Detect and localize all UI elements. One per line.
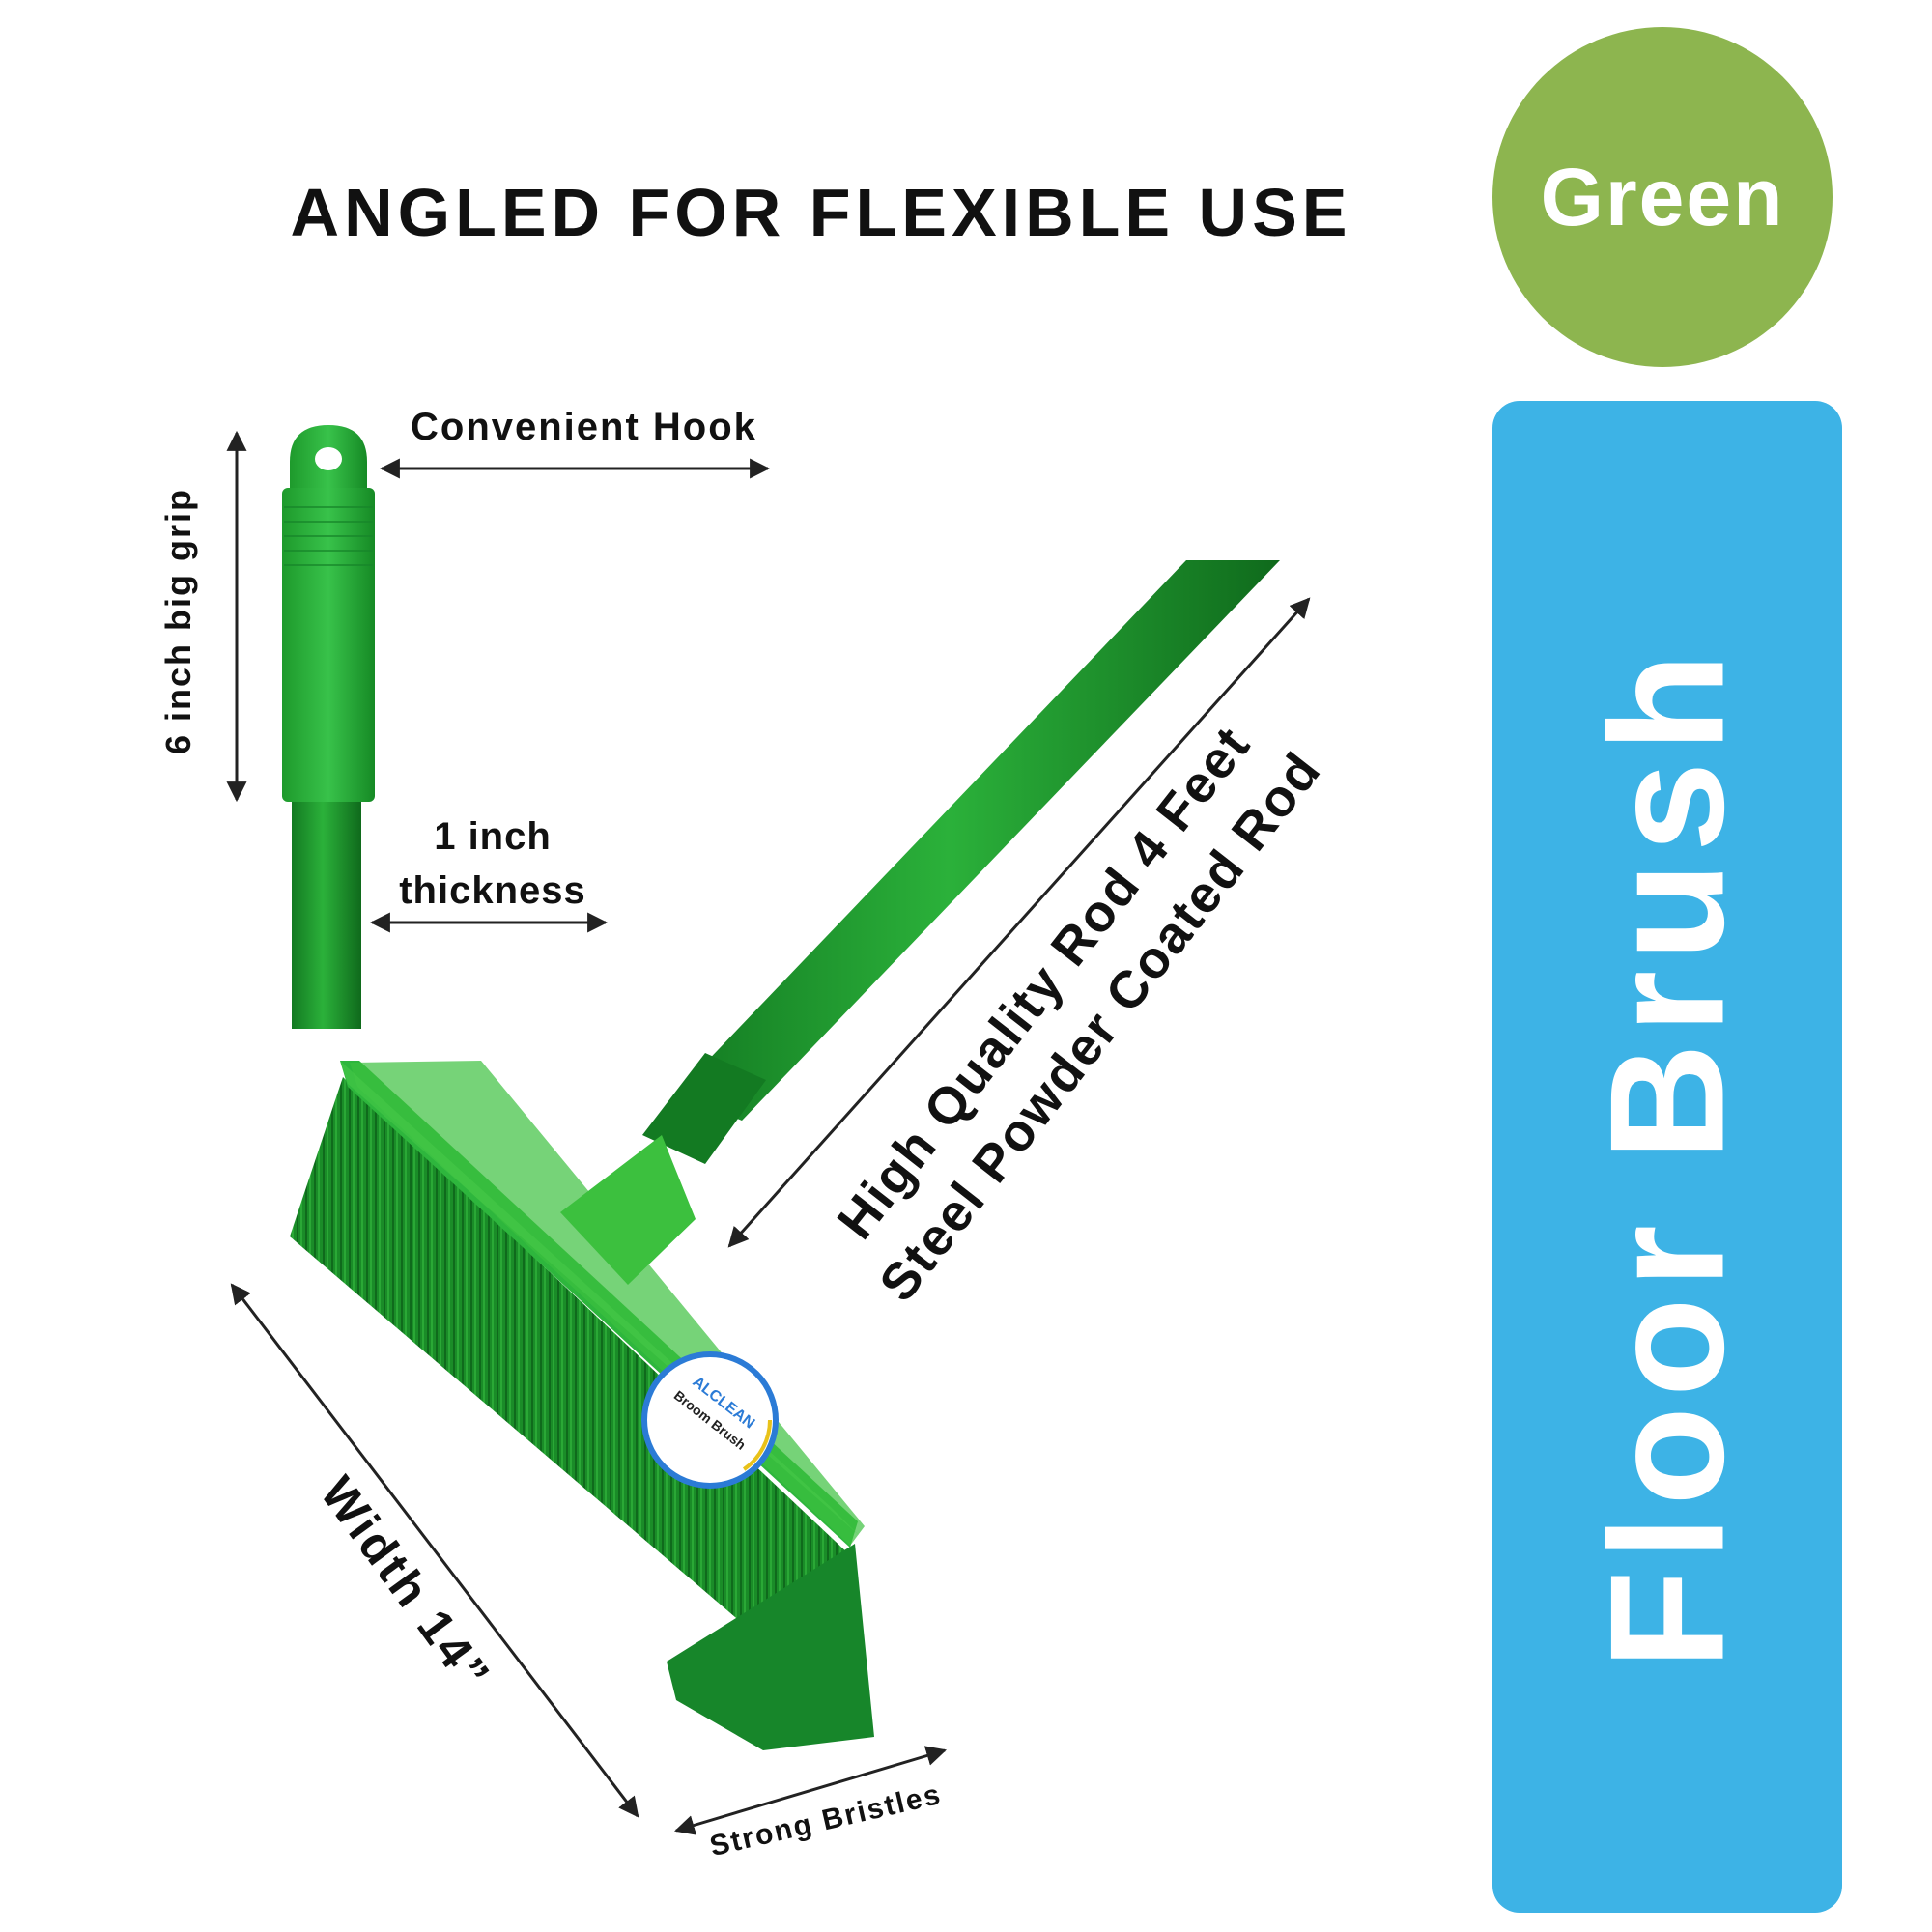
thickness-label-line2: thickness (399, 869, 586, 912)
hook-hole (315, 447, 342, 470)
color-badge: Green (1492, 27, 1833, 367)
page-title: ANGLED FOR FLEXIBLE USE (290, 175, 1352, 250)
thickness-label-line1: 1 inch (434, 815, 552, 858)
width-arrow (230, 1283, 639, 1818)
handle-grip (282, 425, 375, 1029)
hook-label: Convenient Hook (411, 406, 757, 448)
color-badge-label: Green (1540, 151, 1785, 242)
product-type-panel (1492, 401, 1842, 1913)
rod-length-arrow (727, 597, 1311, 1248)
brand-sticker (641, 1351, 779, 1489)
brush-head: ALCLEAN Broom Brush (290, 1061, 874, 1750)
thickness-label: 1 inch thickness (386, 810, 599, 918)
bristles-arrow (673, 1746, 948, 1835)
grip-label: 6 inch big grip (158, 487, 198, 755)
